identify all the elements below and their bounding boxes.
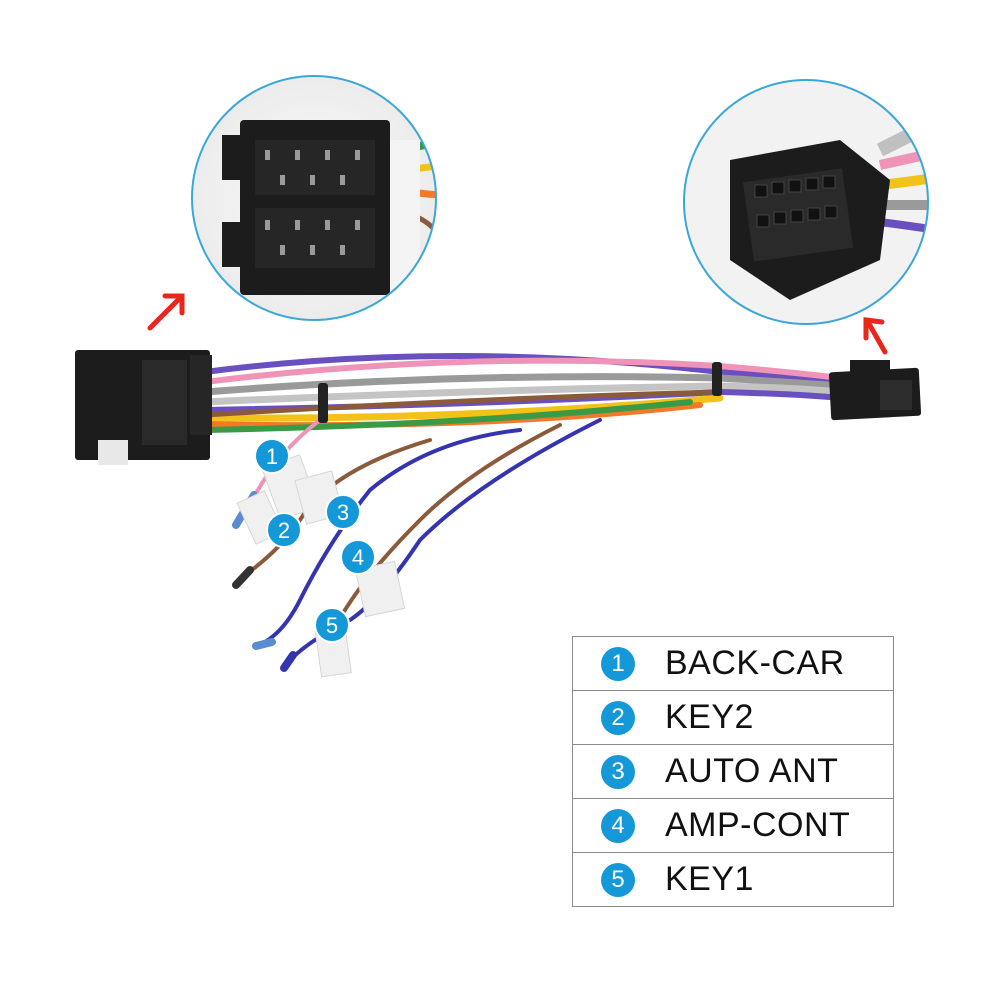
callout-badge: 5 bbox=[314, 607, 350, 643]
legend-row: 3 AUTO ANT bbox=[572, 744, 894, 799]
legend-label: KEY1 bbox=[665, 860, 754, 898]
legend-badge: 4 bbox=[601, 808, 635, 843]
red-arrow-icon bbox=[863, 317, 888, 355]
zoom-circle-iso-connector bbox=[191, 75, 437, 321]
cable-tie-icon bbox=[318, 362, 722, 423]
16-pin-connector-icon bbox=[828, 360, 922, 421]
callout-badge-number: 5 bbox=[326, 613, 338, 638]
legend-badge: 3 bbox=[601, 754, 635, 789]
iso-connector-icon bbox=[75, 350, 212, 465]
legend-row: 4 AMP-CONT bbox=[572, 798, 894, 853]
callout-badge: 4 bbox=[340, 539, 376, 575]
wire-bundle bbox=[201, 353, 844, 433]
legend-label: KEY2 bbox=[665, 698, 754, 736]
callout-badge-number: 2 bbox=[278, 518, 290, 543]
zoom-circle-16-pin-connector bbox=[683, 79, 929, 325]
legend-badge: 1 bbox=[601, 646, 635, 681]
callout-badge: 2 bbox=[266, 512, 302, 548]
legend-table: 1 BACK-CAR 2 KEY2 3 AUTO ANT 4 AMP-CONT … bbox=[572, 636, 894, 907]
legend-label: BACK-CAR bbox=[665, 644, 845, 682]
legend-label: AUTO ANT bbox=[665, 752, 839, 790]
legend-row: 5 KEY1 bbox=[572, 852, 894, 907]
legend-row: 1 BACK-CAR bbox=[572, 636, 894, 691]
callout-badge-number: 4 bbox=[352, 545, 364, 570]
legend-row: 2 KEY2 bbox=[572, 690, 894, 745]
legend-badge: 5 bbox=[601, 862, 635, 897]
red-arrow-icon bbox=[147, 293, 185, 331]
callout-badge-number: 3 bbox=[337, 500, 349, 525]
callout-badge: 3 bbox=[325, 494, 361, 530]
callout-badge-number: 1 bbox=[266, 444, 278, 469]
legend-label: AMP-CONT bbox=[665, 806, 851, 844]
legend-badge: 2 bbox=[601, 700, 635, 735]
callout-badge: 1 bbox=[254, 438, 290, 474]
